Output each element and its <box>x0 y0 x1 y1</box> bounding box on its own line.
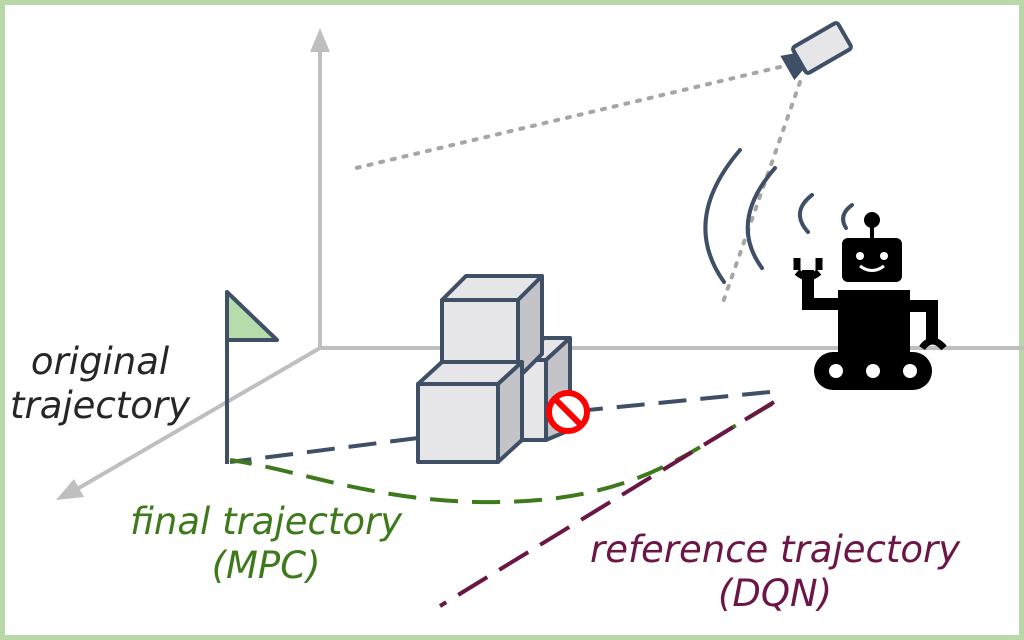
camera-view-line-down <box>720 80 802 307</box>
reference-trajectory-label-line1: reference trajectory <box>590 528 961 571</box>
robot-left-arm <box>802 270 838 310</box>
final-trajectory-label-line2: (MPC) <box>211 544 321 588</box>
robot-right-arm <box>910 300 938 342</box>
final-trajectory-label: final trajectory (MPC) <box>130 500 402 589</box>
bottom-box-front <box>416 382 500 464</box>
signal-wave-inner <box>798 193 814 234</box>
robot-head <box>842 238 902 282</box>
reference-trajectory-path <box>438 400 776 608</box>
camera-view-line-left <box>354 65 782 170</box>
obstacle-boxes-icon <box>416 274 572 464</box>
goal-flag-icon <box>225 290 279 464</box>
y-axis <box>70 346 322 494</box>
camera-view-lines <box>354 65 802 307</box>
original-trajectory-path <box>229 390 771 464</box>
signal-wave-outer <box>703 148 742 284</box>
original-trajectory-label-line2: trajectory <box>10 384 191 428</box>
robot-icon <box>793 212 947 390</box>
signal-wave-innermost <box>841 203 854 230</box>
original-trajectory-label-line1: original <box>30 340 170 383</box>
stop-sign-icon <box>546 390 590 434</box>
final-trajectory-label-line1: final trajectory <box>130 500 403 543</box>
original-trajectory-label: original trajectory <box>10 340 190 429</box>
reference-trajectory-label-line2: (DQN) <box>717 572 833 616</box>
camera-icon <box>780 21 853 81</box>
signal-wave-middle <box>745 166 777 270</box>
z-axis-arrowhead <box>310 28 330 52</box>
reference-trajectory-label: reference trajectory (DQN) <box>590 528 960 617</box>
y-axis-arrowhead <box>56 479 84 500</box>
signal-waves-icon <box>703 148 854 284</box>
robot-body <box>838 290 910 352</box>
